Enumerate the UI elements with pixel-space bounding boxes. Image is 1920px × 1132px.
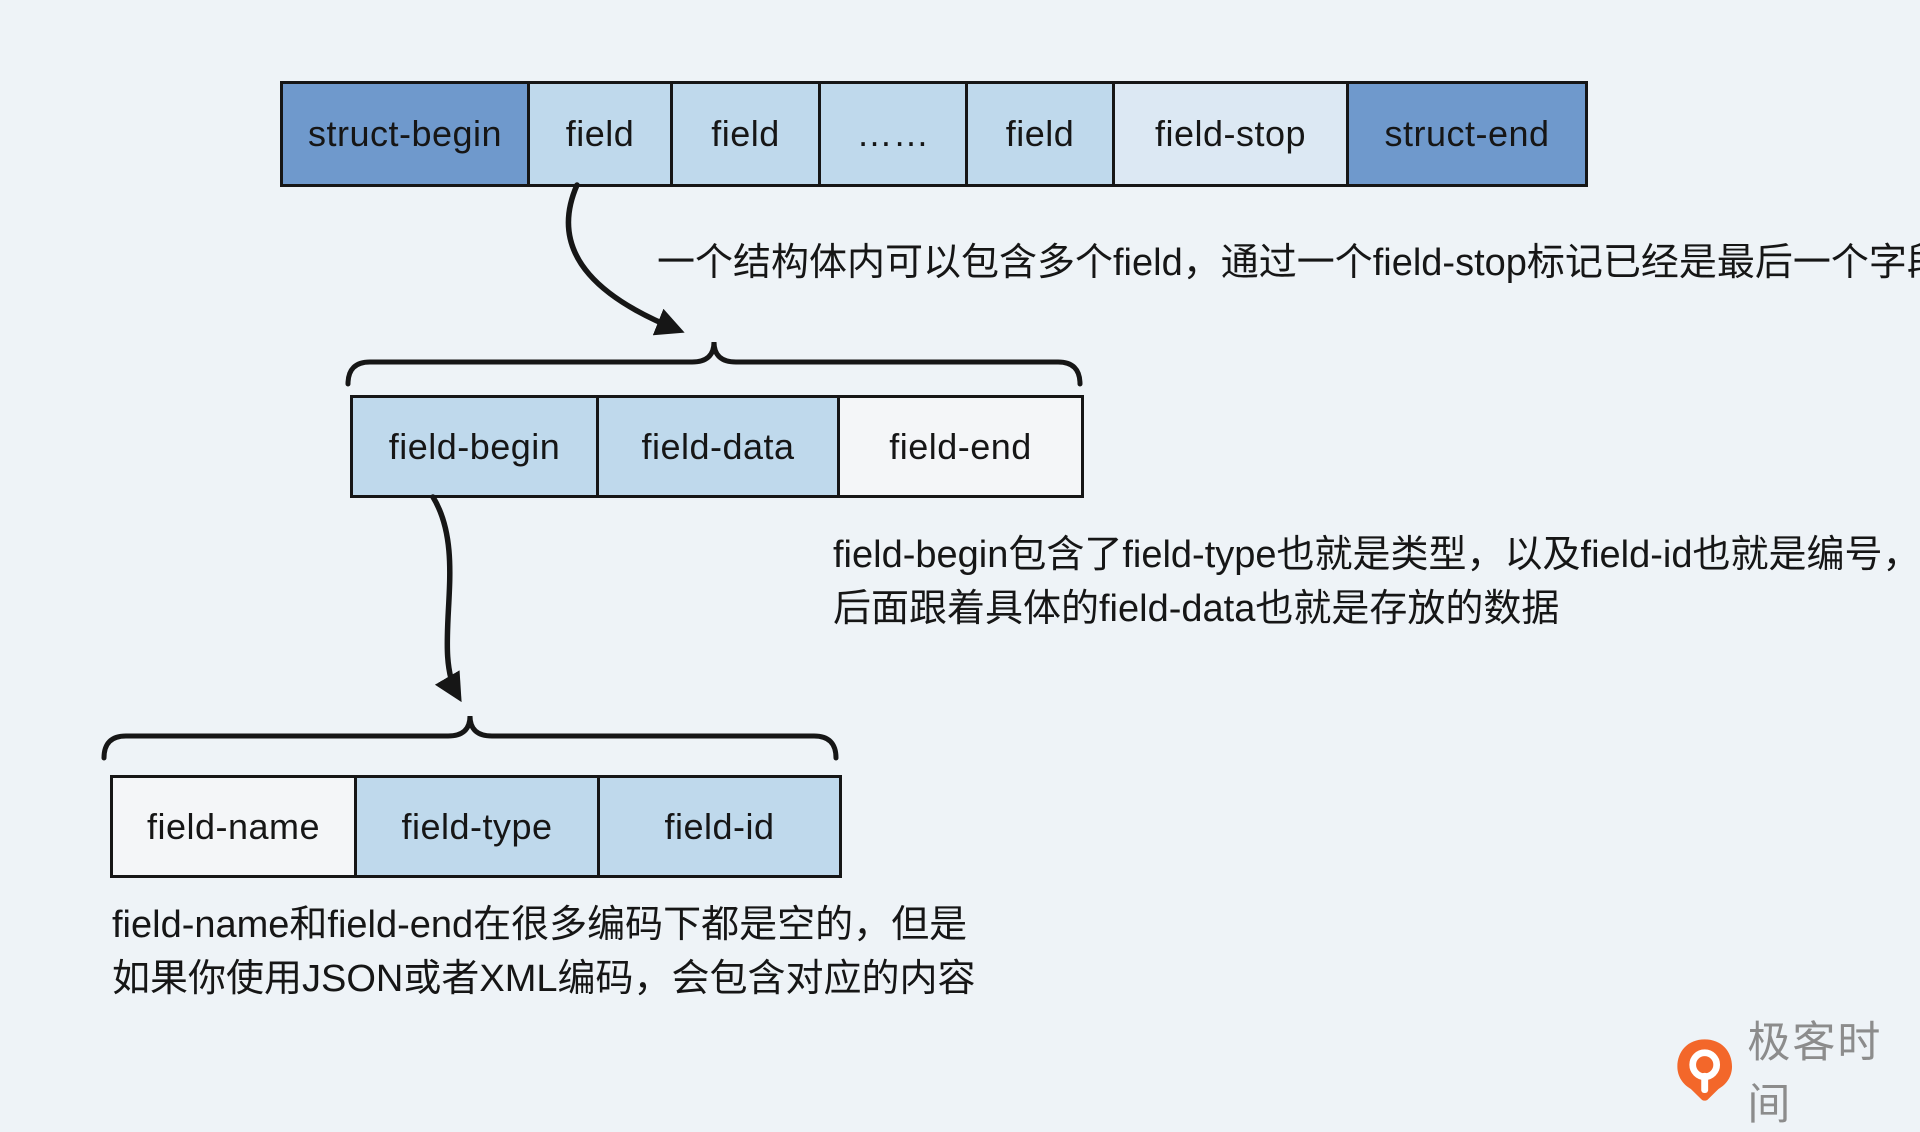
box-field-begin: field-begin [353,398,596,495]
field-begin-level-row: field-name field-type field-id [110,775,842,878]
box-struct-end: struct-end [1346,84,1585,184]
box-field-id: field-id [597,778,839,875]
annotation-field-begin-line2: 后面跟着具体的field-data也就是存放的数据 [833,588,1560,630]
box-field-type: field-type [354,778,597,875]
struct-level-row: struct-begin field field …… field field-… [280,81,1588,187]
annotation-empty-fields: field-name和field-end在很多编码下都是空的，但是 如果你使用J… [112,898,975,1006]
geektime-logo-text: 极客时间 [1747,1019,1883,1129]
box-ellipsis: …… [818,84,965,184]
annotation-empty-fields-line2: 如果你使用JSON或者XML编码，会包含对应的内容 [112,958,976,1000]
annotation-field-begin: field-begin包含了field-type也就是类型，以及field-id… [833,528,1920,636]
box-field-end: field-end [837,398,1081,495]
box-field-stop: field-stop [1112,84,1346,184]
arrow-field-begin-to-detail [430,494,462,703]
box-field-name: field-name [113,778,354,875]
geektime-pin-icon [1677,1039,1733,1101]
brace-field-begin-structure [101,715,839,761]
geektime-logo: 极客时间 [1674,1008,1920,1132]
annotation-empty-fields-line1: field-name和field-end在很多编码下都是空的，但是 [112,904,968,946]
box-field-3: field [965,84,1112,184]
brace-field-structure [345,341,1083,387]
box-struct-begin: struct-begin [283,84,527,184]
diagram-canvas: struct-begin field field …… field field-… [101,81,1920,1129]
box-field-1: field [527,84,670,184]
annotation-field-stop: 一个结构体内可以包含多个field，通过一个field-stop标记已经是最后一… [657,242,1920,284]
box-field-data: field-data [596,398,837,495]
field-level-row: field-begin field-data field-end [350,395,1084,498]
box-field-2: field [670,84,818,184]
annotation-field-begin-line1: field-begin包含了field-type也就是类型，以及field-id… [833,534,1920,576]
